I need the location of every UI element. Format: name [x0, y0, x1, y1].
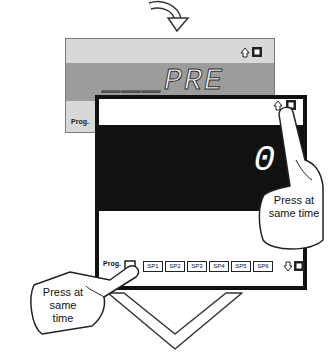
key-label: SP4 — [213, 262, 224, 271]
key-square-inner — [255, 50, 260, 55]
setpoint-key: SP6 — [253, 261, 273, 272]
setpoint-key: SP1 — [143, 261, 163, 272]
setpoint-key: SP4 — [209, 261, 229, 272]
back-panel-icons — [241, 47, 262, 57]
display-readout: 0 — [253, 139, 275, 183]
setpoint-key: SP3 — [187, 261, 207, 272]
down-chevron — [108, 293, 242, 349]
key-label: Prog. — [71, 117, 89, 126]
key-label: SP1 — [147, 262, 158, 271]
left-hand — [31, 266, 138, 334]
key-square — [294, 261, 304, 271]
key-label: SP5 — [235, 262, 246, 271]
finger-line — [86, 286, 104, 297]
key-label: SP3 — [191, 262, 202, 271]
key-label: SP2 — [169, 262, 180, 271]
setpoint-key: SP5 — [231, 261, 251, 272]
instruction-note: Press at same time — [38, 286, 88, 325]
setpoint-key: SP2 — [165, 261, 185, 272]
key-label: SP6 — [257, 262, 268, 271]
key-square — [252, 47, 262, 57]
instruction-note: Press at same time — [268, 194, 320, 220]
right-hand — [259, 107, 323, 249]
key-square-inner — [297, 264, 302, 269]
key-label: Prog. — [103, 259, 121, 268]
down-arrow-icon — [284, 262, 292, 271]
up-arrow-icon — [241, 48, 249, 57]
arrow-head — [168, 18, 188, 31]
key-square-inner — [289, 103, 294, 108]
finger-line — [296, 160, 312, 180]
